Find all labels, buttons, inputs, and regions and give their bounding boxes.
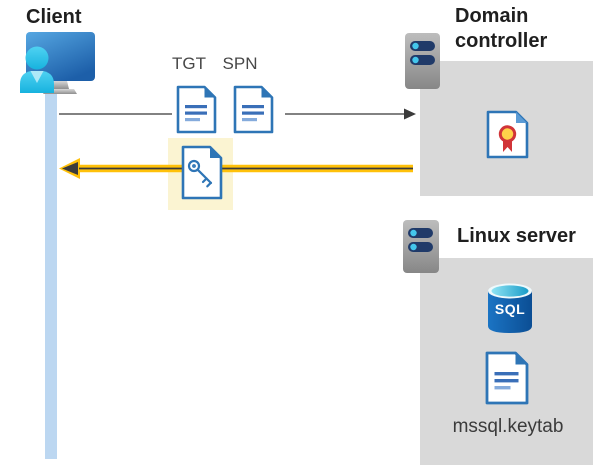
certificate-document-icon (486, 110, 529, 159)
sql-badge-label: SQL (494, 301, 526, 317)
key-document-icon (181, 145, 223, 200)
client-label: Client (26, 6, 82, 28)
key-icon (187, 159, 213, 188)
linux-server-icon (403, 220, 439, 273)
spn-label: SPN (222, 54, 258, 73)
sql-database-icon (488, 283, 532, 333)
tgt-document-icon (176, 85, 217, 134)
domain-controller-label: Domain controller (455, 4, 547, 54)
response-arrow (59, 158, 413, 179)
user-icon (20, 46, 54, 93)
client-workstation-icon (20, 32, 95, 94)
keytab-file-label: mssql.keytab (452, 416, 564, 437)
tgt-label: TGT (172, 54, 206, 73)
request-arrow (59, 108, 416, 120)
keytab-document-icon (485, 351, 529, 405)
linux-server-label: Linux server (457, 225, 576, 247)
domain-controller-label-line2: controller (455, 30, 548, 52)
domain-controller-server-icon (405, 33, 440, 89)
spn-document-icon (233, 85, 274, 134)
domain-controller-label-line1: Domain (455, 5, 529, 27)
client-timeline-bar (45, 92, 57, 459)
